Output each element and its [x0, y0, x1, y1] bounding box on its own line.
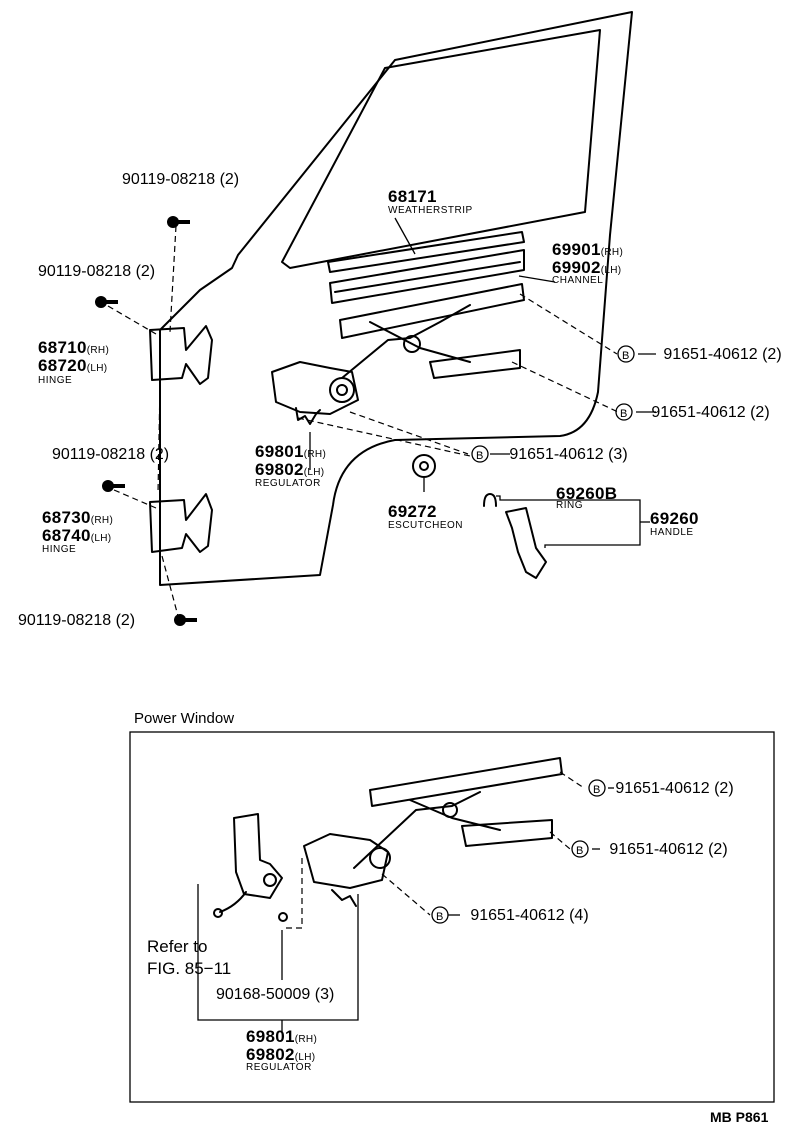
footer-code: MB P861 [710, 1109, 769, 1125]
ring-name: RING [556, 500, 583, 511]
regulator-rh-number: 69801(RH) [255, 442, 327, 461]
lower-hinge-name: HINGE [42, 544, 77, 555]
handle-part-number: 69260 [650, 509, 699, 528]
power-window-title: Power Window [134, 710, 235, 727]
weatherstrip-part-number: 68171 [388, 187, 437, 206]
escutcheon-name: ESCUTCHEON [388, 520, 464, 531]
bolt-label-upper-mid: 90119-08218 (2) [38, 263, 156, 280]
refer-line-2: FIG. 85−11 [147, 959, 232, 978]
regulator-name: REGULATOR [255, 478, 321, 489]
escutcheon-part-number: 69272 [388, 502, 437, 521]
pw-regulator-rh-number: 69801(RH) [246, 1027, 318, 1046]
upper-hinge-lh-number: 68720(LH) [38, 356, 108, 375]
handle-part [505, 507, 547, 579]
upper-hinge-name: HINGE [38, 375, 73, 386]
escutcheon-part [412, 454, 436, 478]
pw-regulator-base [303, 833, 389, 889]
pw-motor [233, 813, 283, 899]
callout-marker [617, 345, 635, 363]
channel-lh-number: 69902(LH) [552, 258, 622, 277]
pw-regulator-lh-number: 69802(LH) [246, 1045, 316, 1064]
bolt-label-upper-top: 90119-08218 (2) [122, 171, 240, 188]
regulator-lh-number: 69802(LH) [255, 460, 325, 479]
upper-hinge-part [149, 325, 213, 385]
door-outline [159, 11, 633, 586]
handle-name: HANDLE [650, 527, 694, 538]
power-window-frame [129, 731, 775, 1103]
pw-bolt-label: 90168-50009 (3) [216, 986, 335, 1003]
regulator-arm [341, 304, 471, 379]
channel-rh-number: 69901(RH) [552, 240, 624, 259]
channel-part [329, 249, 525, 304]
lower-hinge-part [149, 493, 213, 553]
bolt-label-lower-mid: 90119-08218 (2) [52, 446, 170, 463]
upper-hinge-rh-number: 68710(RH) [38, 338, 110, 357]
pw-regulator-name: REGULATOR [246, 1062, 312, 1073]
regulator-base [271, 361, 359, 415]
ring-part-number: 69260B [556, 484, 618, 503]
regulator-rail [339, 283, 525, 339]
refer-line-1: Refer to [147, 937, 208, 956]
ring-part [483, 493, 497, 507]
lower-hinge-rh-number: 68730(RH) [42, 508, 114, 527]
weatherstrip-part [327, 231, 525, 273]
channel-name: CHANNEL [552, 275, 604, 286]
bolt-label-lower-bottom: 90119-08218 (2) [18, 612, 136, 629]
weatherstrip-name: WEATHERSTRIP [388, 205, 473, 216]
window-glass [281, 29, 601, 269]
lower-hinge-lh-number: 68740(LH) [42, 526, 112, 545]
bolt-icon [167, 216, 179, 228]
